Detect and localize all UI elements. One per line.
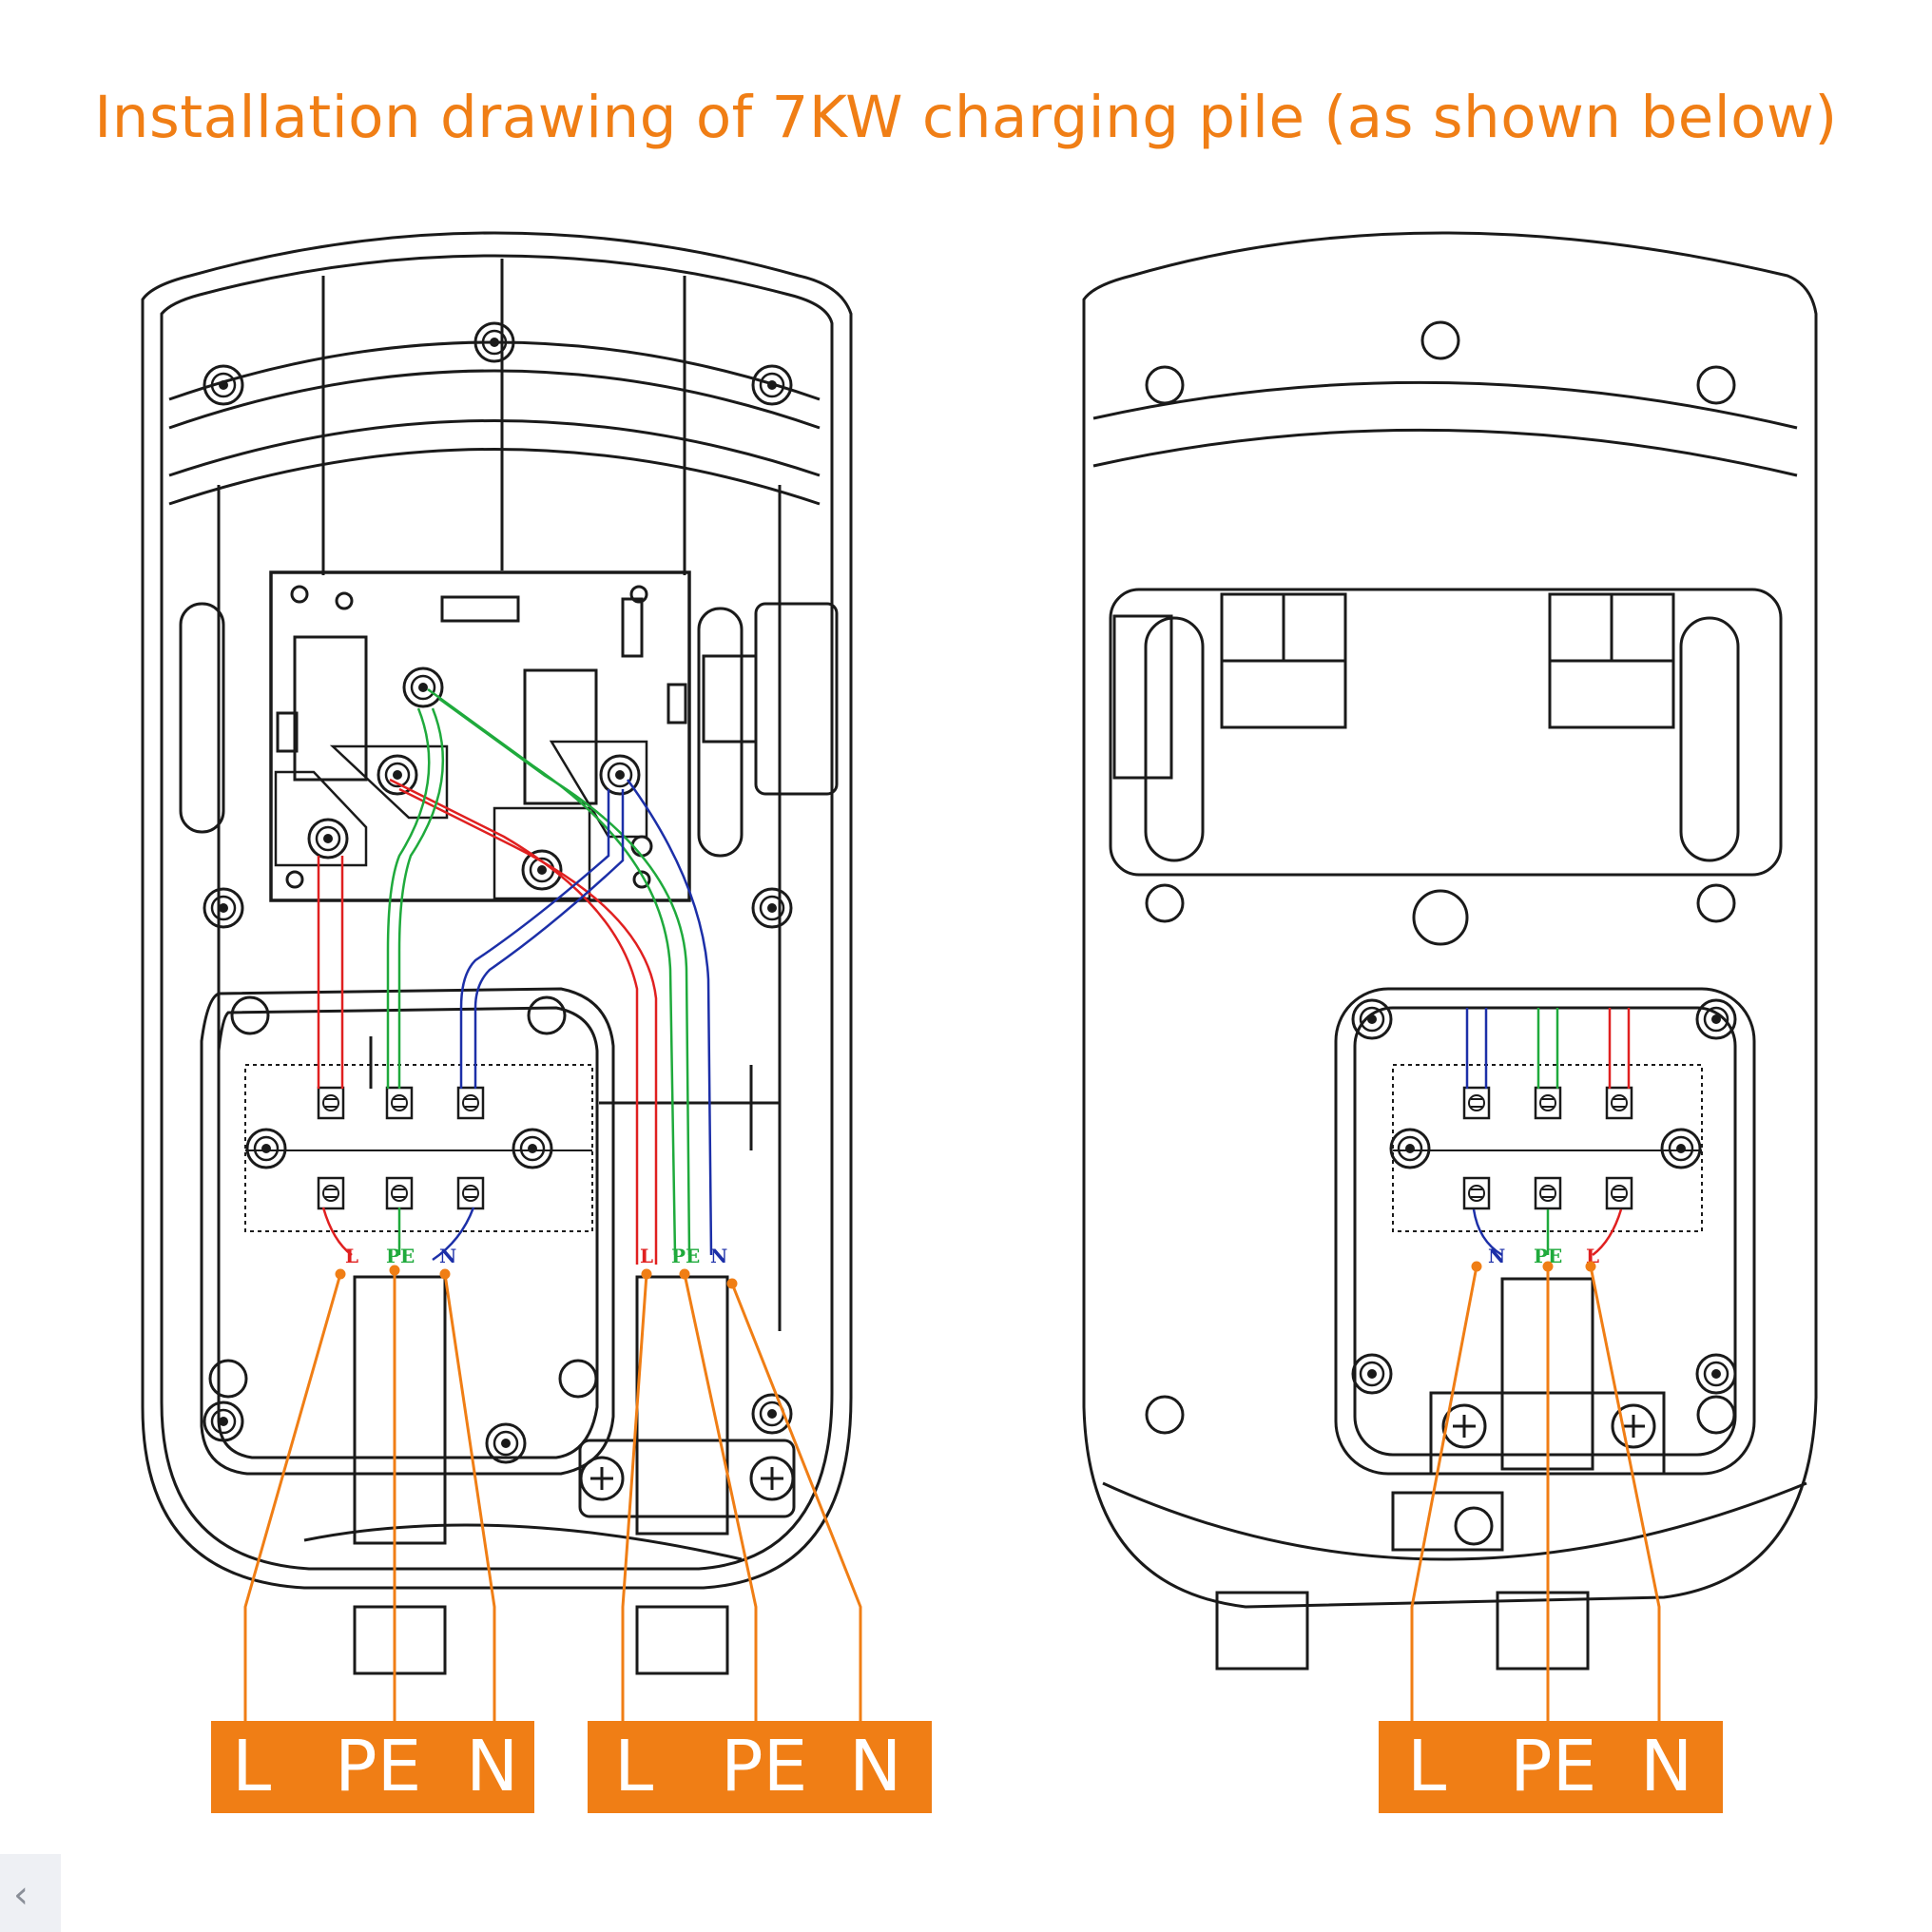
label-L: L [232,1726,272,1807]
tag-left-side-PE: PE [671,1245,700,1267]
tag-left-box-PE: PE [386,1245,415,1267]
tag-left-box-N: N [439,1245,456,1267]
label-N: N [466,1726,519,1807]
label-N: N [849,1726,902,1807]
label-PE: PE [721,1726,808,1807]
chevron-left-icon: ‹ [13,1873,29,1917]
left-leader-lines [243,1265,862,1721]
label-N: N [1640,1726,1693,1807]
label-group-right: L PE N [1379,1721,1723,1813]
tag-left-box-L: L [345,1245,358,1267]
left-unit-wires [317,687,713,1265]
tag-left-side-L: L [640,1245,653,1267]
label-L: L [614,1726,654,1807]
right-unit-tags: N PE L [1488,1245,1599,1267]
label-group-left-box: L PE N [211,1721,534,1813]
label-group-left-side: L PE N [588,1721,932,1813]
previous-image-button[interactable]: ‹ [0,1854,61,1932]
diagram-title: Installation drawing of 7KW charging pil… [94,84,1838,151]
right-unit-screws [1145,320,1737,1546]
tag-left-side-N: N [710,1245,727,1267]
left-unit-tags: L PE N L PE N [345,1245,727,1267]
left-unit-open [141,231,853,1675]
right-leader-lines [1410,1261,1661,1721]
label-PE: PE [335,1726,422,1807]
right-unit-closed [1082,231,1818,1671]
right-unit-wires [1465,1008,1631,1257]
label-PE: PE [1510,1726,1597,1807]
label-L: L [1407,1726,1447,1807]
left-unit-screws [203,321,795,1501]
tag-right-box-N: N [1488,1245,1505,1267]
